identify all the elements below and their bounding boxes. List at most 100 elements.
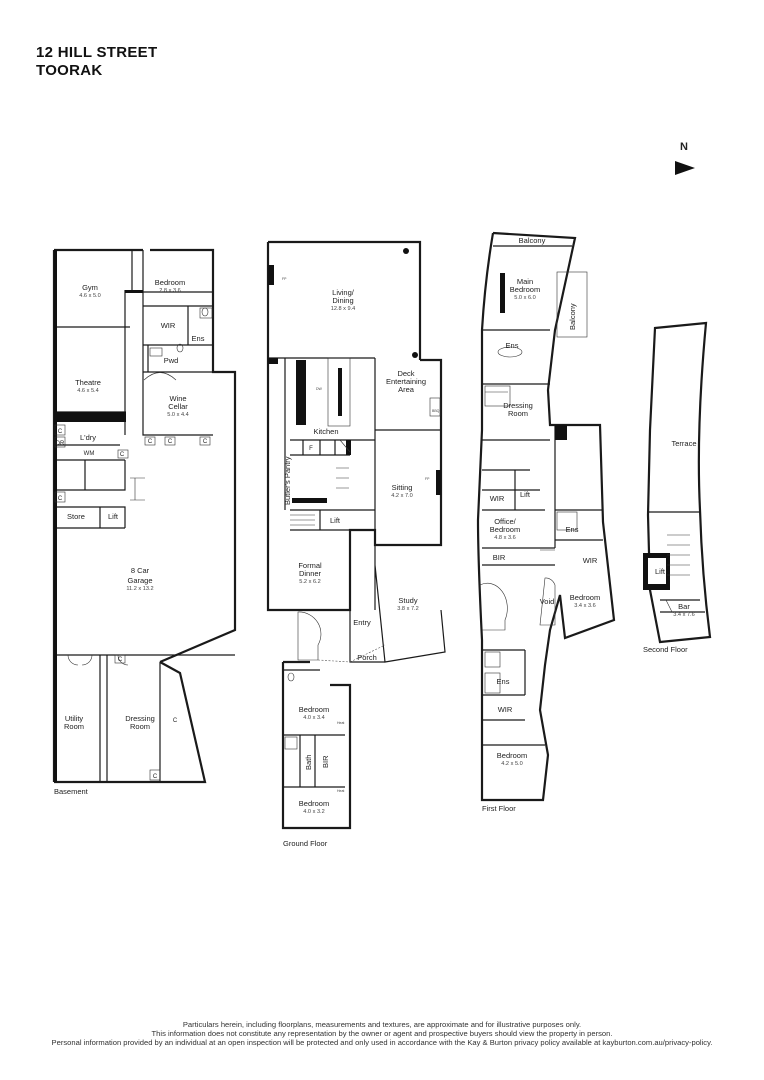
first-floor-plan: Balcony Main Bedroom 5.0 x 6.0 Balcony E… <box>476 231 616 813</box>
main-bed-dims: 5.0 x 6.0 <box>514 295 535 301</box>
office-dims: 4.8 x 3.6 <box>494 535 515 541</box>
utility-label-2: Room <box>64 722 84 731</box>
property-title: 12 HILL STREET TOORAK <box>36 44 157 80</box>
theatre-label: Theatre <box>75 378 101 387</box>
disclaimer-line-3: Personal information provided by an indi… <box>51 1038 713 1047</box>
sitting-dims: 4.2 x 7.0 <box>391 493 412 499</box>
cupboard-c1: C <box>58 429 63 435</box>
living-label-2: Dining <box>332 296 353 305</box>
basement-wir-label: WIR <box>161 321 176 330</box>
ground-floor-label: Ground Floor <box>283 839 328 848</box>
void-label: Void <box>540 597 555 606</box>
cupboard-c2: C <box>58 496 63 502</box>
basement-bedroom-label: Bedroom <box>155 278 185 287</box>
second-lift-label: Lift <box>655 567 666 576</box>
formal-label-2: Dinner <box>299 569 322 578</box>
first-dressing-label-2: Room <box>508 409 528 418</box>
first-bedroom2-label: Bedroom <box>570 593 600 602</box>
study-dims: 3.8 x 7.2 <box>397 606 418 612</box>
bar-dims: 3.4 x 7.6 <box>673 612 694 618</box>
ground-bir-label: BIR <box>321 755 330 768</box>
basement-ens-label: Ens <box>192 334 205 343</box>
first-bedroom3-dims: 4.2 x 5.0 <box>501 761 522 767</box>
north-arrow-icon <box>675 161 695 175</box>
first-wir3-label: WIR <box>498 705 513 714</box>
first-ens2-label: Ens <box>566 525 579 534</box>
kitchen-label: Kitchen <box>313 427 338 436</box>
dryer-label: DR <box>56 441 65 447</box>
heat-label-1: Heat <box>337 721 344 725</box>
wm-label: WM <box>84 451 95 457</box>
ground-bed1-label: Bedroom <box>299 705 329 714</box>
office-label-2: Bedroom <box>490 525 520 534</box>
first-dressing-label-1: Dressing <box>503 401 533 410</box>
ground-bed2-label: Bedroom <box>299 799 329 808</box>
first-ens-label: Ens <box>506 341 519 350</box>
cupboard-c8: C <box>173 718 178 724</box>
first-ens3-label: Ens <box>497 677 510 686</box>
wine-label-2: Cellar <box>168 402 188 411</box>
basement-lift-label: Lift <box>108 512 119 521</box>
deck-label-2: Entertaining <box>386 377 426 386</box>
disclaimer-line-2: This information does not constitute any… <box>151 1029 613 1038</box>
butlers-pantry-label: Butler's Pantry <box>283 456 292 505</box>
terrace-label: Terrace <box>671 439 696 448</box>
deck-label-1: Deck <box>397 369 414 378</box>
second-floor-label: Second Floor <box>643 645 688 654</box>
dishwasher-label: DW <box>316 387 323 391</box>
ground-floor-plan: Living/ Dining 12.8 x 9.4 FP Deck Entert… <box>266 240 446 848</box>
living-dims: 12.8 x 9.4 <box>331 306 356 312</box>
laundry-label: L'dry <box>80 433 96 442</box>
title-street: 12 HILL STREET <box>36 44 158 61</box>
main-bed-label-1: Main <box>517 277 533 286</box>
living-label-1: Living/ <box>332 288 355 297</box>
first-bir-label: BIR <box>493 553 506 562</box>
entry-label: Entry <box>353 618 371 627</box>
cupboard-c9: C <box>153 774 158 780</box>
formal-dims: 5.2 x 6.2 <box>299 579 320 585</box>
garage-label-1: 8 Car <box>131 566 150 575</box>
heat-label-2: Heat <box>337 789 344 793</box>
basement-plan: Gym 4.6 x 5.0 Bedroom 2.8 x 3.6 WIR Ens … <box>52 248 237 796</box>
ground-bed1-dims: 4.0 x 3.4 <box>303 715 324 721</box>
balcony-top-label: Balcony <box>519 236 546 245</box>
second-floor-plan: Terrace Lift Bar 3.4 x 7.6 Second Floor <box>643 321 712 654</box>
theatre-dims: 4.6 x 5.4 <box>77 388 98 394</box>
bar-label: Bar <box>678 602 690 611</box>
porch-label: Porch <box>357 653 377 662</box>
office-label-1: Office/ <box>494 517 516 526</box>
cupboard-c5: C <box>168 439 173 445</box>
fireplace-fp-2: FP <box>425 477 430 481</box>
gym-label: Gym <box>82 283 98 292</box>
first-wir2-label: WIR <box>583 556 598 565</box>
formal-label-1: Formal <box>298 561 322 570</box>
fridge-label: F <box>309 446 313 452</box>
first-lift-label: Lift <box>520 490 531 499</box>
deck-label-3: Area <box>398 385 415 394</box>
store-label: Store <box>67 512 85 521</box>
cupboard-c3: C <box>120 452 125 458</box>
cupboard-c6: C <box>203 439 208 445</box>
main-bed-label-2: Bedroom <box>510 285 540 294</box>
utility-label-1: Utility <box>65 714 84 723</box>
wine-label-1: Wine <box>169 394 186 403</box>
study-label: Study <box>398 596 417 605</box>
dressing-label-2: Room <box>130 722 150 731</box>
ground-bed2-dims: 4.0 x 3.2 <box>303 809 324 815</box>
basement-floor-label: Basement <box>54 787 89 796</box>
cupboard-c4: C <box>148 439 153 445</box>
bbq-label: BBQ <box>432 409 440 413</box>
first-bedroom3-label: Bedroom <box>497 751 527 760</box>
wine-dims: 5.0 x 4.4 <box>167 412 188 418</box>
title-suburb: TOORAK <box>36 62 103 79</box>
gym-dims: 4.6 x 5.0 <box>79 293 100 299</box>
cupboard-c7: C <box>118 657 123 663</box>
ground-bath-label: Bath <box>304 755 313 770</box>
sitting-label: Sitting <box>392 483 413 492</box>
north-compass: N <box>675 141 695 175</box>
ground-lift-label: Lift <box>330 516 341 525</box>
garage-label-2: Garage <box>127 576 152 585</box>
first-wir-label: WIR <box>490 494 505 503</box>
basement-bedroom-dims: 2.8 x 3.6 <box>159 288 180 294</box>
